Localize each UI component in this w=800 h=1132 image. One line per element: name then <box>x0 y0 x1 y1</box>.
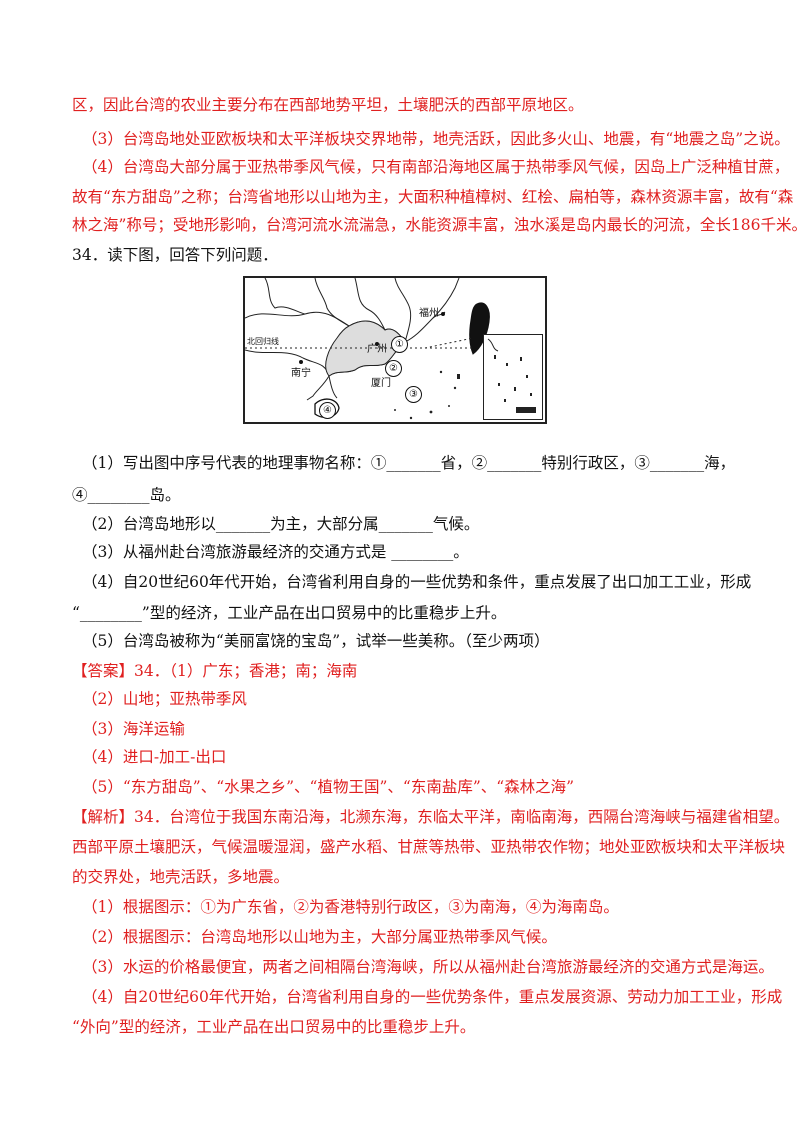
explanation-5: （2）根据图示：台湾岛地形以山地为主，大部分属亚热带季风气候。 <box>82 928 557 946</box>
text-line-5: 林之海”称号；受地形影响，台湾河流水流湍急，水能资源丰富，浊水溪是岛内最长的河流… <box>72 216 800 234</box>
answer-5: （5）“东方甜岛”、“水果之乡”、“植物王国”、“东南盐库”、“森林之海” <box>82 778 575 796</box>
map-figure: 福州 广州 厦门 南宁 北回归线 ① ② ③ ④ <box>243 276 547 424</box>
answer-tag: 【答案】 <box>72 662 135 680</box>
answer-4: （4）进口-加工-出口 <box>82 748 227 766</box>
explanation-7: （4）自20世纪60年代开始，台湾省利用自身的一些优势条件，重点发展资源、劳动力… <box>82 988 783 1006</box>
question-5: （5）台湾岛被称为“美丽富饶的宝岛”，试举一些美称。（至少两项） <box>82 632 550 650</box>
map-drawing <box>245 278 490 420</box>
explanation-3: 的交界处，地壳活跃，多地震。 <box>72 868 290 886</box>
map-marker-4: ④ <box>319 402 336 419</box>
map-label-tropic: 北回归线 <box>247 337 279 346</box>
explanation-6: （3）水运的价格最便宜，两者之间相隔台湾海峡，所以从福州赴台湾旅游最经济的交通方… <box>82 958 774 976</box>
explanation-tag: 【解析】 <box>72 808 135 826</box>
map-label-xiamen: 厦门 <box>371 378 391 389</box>
map-marker-3: ③ <box>405 386 422 403</box>
question-4b: “________”型的经济，工业产品在出口贸易中的比重稳步上升。 <box>72 604 507 622</box>
explanation-line-1: 【解析】34．台湾位于我国东南沿海，北濒东海，东临太平洋，南临南海，西隔台湾海峡… <box>72 806 789 828</box>
answer-2: （2）山地；亚热带季风 <box>82 690 247 708</box>
question-1a: （1）写出图中序号代表的地理事物名称：①_______省，②_______特别行… <box>82 454 736 472</box>
map-marker-1: ① <box>391 336 408 353</box>
explanation-2: 西部平原土壤肥沃，气候温暖湿润，盛产水稻、甘蔗等热带、亚热带农作物；地处亚欧板块… <box>72 838 786 856</box>
map-label-nanning: 南宁 <box>291 368 311 379</box>
explanation-8: “外向”型的经济，工业产品在出口贸易中的比重稳步上升。 <box>72 1018 476 1036</box>
answer-1: 34．（1）广东；香港；南；海南 <box>134 662 358 680</box>
explanation-1: 34．台湾位于我国东南沿海，北濒东海，东临太平洋，南临南海，西隔台湾海峡与福建省… <box>134 808 790 826</box>
explanation-4: （1）根据图示：①为广东省，②为香港特别行政区，③为南海，④为海南岛。 <box>82 898 619 916</box>
map-inset-south-sea <box>483 334 543 420</box>
question-2: （2）台湾岛地形以_______为主，大部分属_______气候。 <box>82 515 480 533</box>
map-label-guangzhou: 广州 <box>367 344 387 355</box>
map-marker-2: ② <box>385 360 402 377</box>
question-4a: （4）自20世纪60年代开始，台湾省利用自身的一些优势和条件，重点发展了出口加工… <box>82 573 752 591</box>
question-3: （3）从福州赴台湾旅游最经济的交通方式是 ________。 <box>82 543 469 561</box>
map-label-fuzhou: 福州 <box>419 308 439 319</box>
text-line-3: （4）台湾岛大部分属于亚热带季风气候，只有南部沿海地区属于热带季风气候，因岛上广… <box>82 158 790 176</box>
text-line-2: （3）台湾岛地处亚欧板块和太平洋板块交界地带，地壳活跃，因此多火山、地震，有“地… <box>82 130 790 148</box>
question-1b: ④________岛。 <box>72 486 181 504</box>
text-line-4: 故有“东方甜岛”之称；台湾省地形以山地为主，大面积种植樟树、红桧、扁柏等，森林资… <box>72 188 794 206</box>
text-line-1: 区，因此台湾的农业主要分布在西部地势平坦，土壤肥沃的西部平原地区。 <box>72 96 584 114</box>
answer-line-1: 【答案】34．（1）广东；香港；南；海南 <box>72 660 357 682</box>
answer-3: （3）海洋运输 <box>82 720 185 738</box>
question-title: 34．读下图，回答下列问题． <box>72 246 278 264</box>
